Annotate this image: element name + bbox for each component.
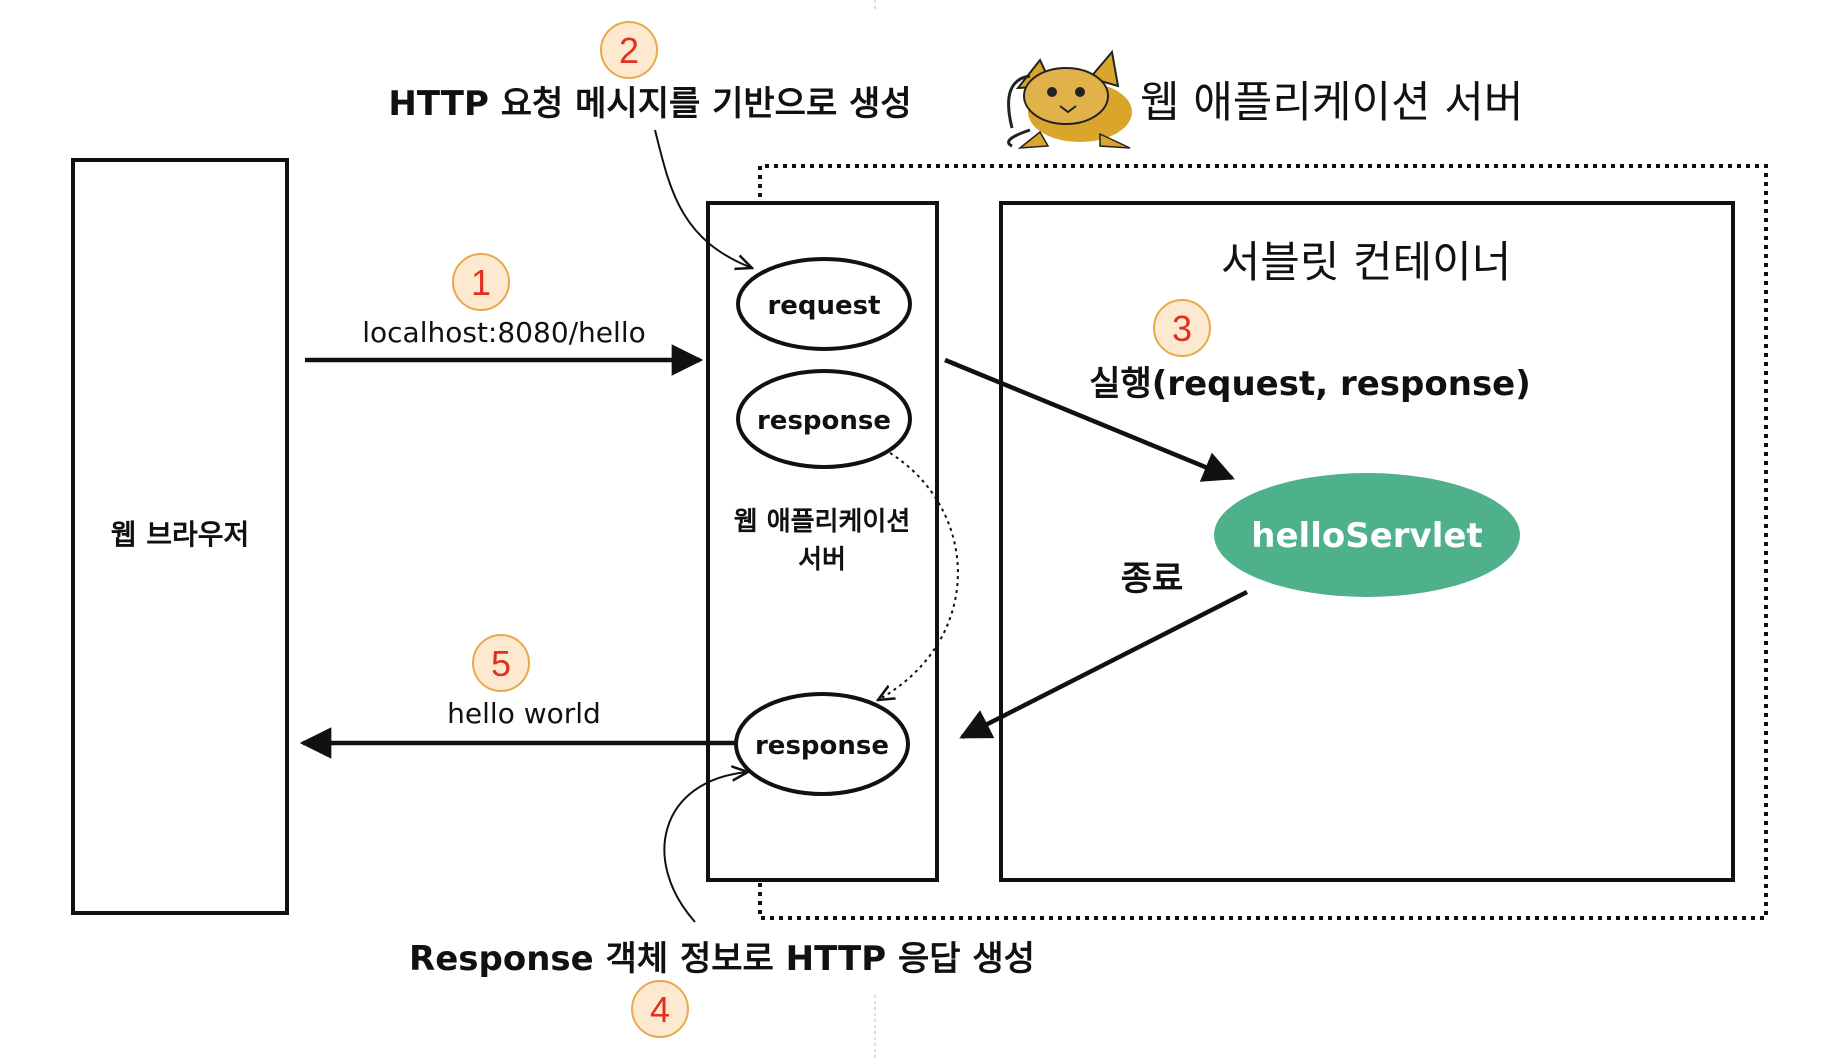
step2-badge <box>600 21 658 79</box>
response-label-top: response <box>757 406 891 436</box>
server-title: 웹 애플리케이션 서버 <box>1140 78 1523 128</box>
request-label: request <box>767 291 880 321</box>
end-arrow <box>959 589 1249 740</box>
step4-badge <box>631 980 689 1038</box>
step2-curve-arrow <box>654 129 752 268</box>
execute-arrow <box>944 357 1235 482</box>
was-label-line2: 서버 <box>798 545 846 575</box>
hello-servlet <box>1214 473 1520 597</box>
step5-badge <box>472 634 530 692</box>
was-boundary <box>758 164 1768 920</box>
tomcat-logo-icon <box>1007 49 1132 149</box>
step4-text: Response 객체 정보로 HTTP 응답 생성 <box>409 939 1035 979</box>
hello-servlet-label: helloServlet <box>1251 516 1482 556</box>
step5-text: hello world <box>447 697 601 730</box>
step2-text: HTTP 요청 메시지를 기반으로 생성 <box>388 84 911 124</box>
step4-number: 4 <box>650 989 670 1030</box>
browser-label: 웹 브라우저 <box>111 518 250 551</box>
step3-badge <box>1153 299 1211 357</box>
end-label: 종료 <box>1121 559 1184 599</box>
request-object <box>736 257 912 351</box>
step3-number: 3 <box>1172 308 1192 349</box>
step1-text: localhost:8080/hello <box>362 316 645 349</box>
step5-number: 5 <box>491 643 511 684</box>
step1-badge <box>452 253 510 311</box>
browser-box <box>71 158 289 915</box>
step2-number: 2 <box>619 30 639 71</box>
step4-curve-arrow <box>663 772 748 923</box>
response-object-top <box>736 369 912 469</box>
response-label-bottom: response <box>755 731 889 761</box>
step3-text: 실행(request, response) <box>1089 364 1531 404</box>
container-title: 서블릿 컨테이너 <box>1221 238 1512 288</box>
step1-number: 1 <box>471 262 491 303</box>
was-label-line1: 웹 애플리케이션 <box>734 507 911 537</box>
